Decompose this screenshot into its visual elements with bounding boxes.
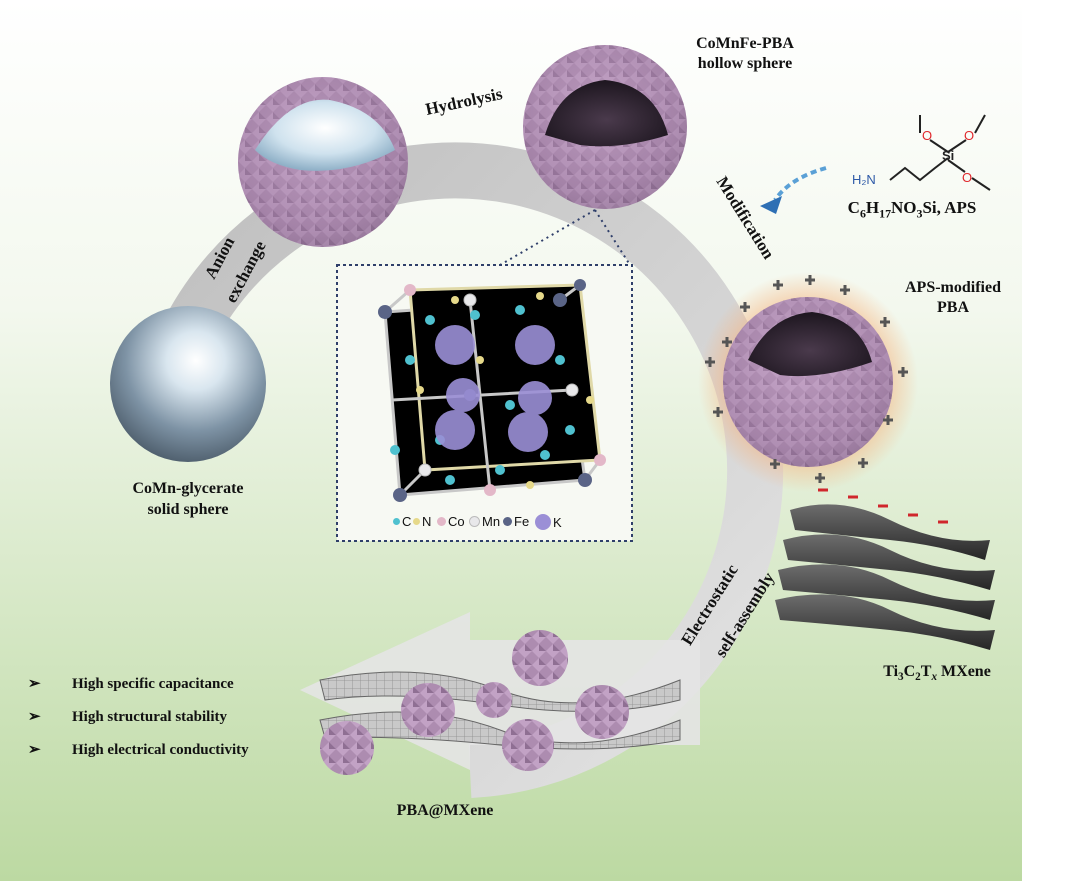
mxene-x: x: [931, 671, 938, 684]
aps-formula: C6H17NO3Si, APS: [832, 198, 992, 221]
legend-c: C: [393, 514, 411, 529]
label-hollow-sphere-line1: CoMnFe-PBA: [696, 35, 794, 52]
bullet-arrow-icon: ➢: [28, 676, 41, 692]
formula-si-aps: Si, APS: [922, 198, 977, 217]
label-solid-sphere-line2: solid sphere: [147, 501, 229, 518]
label-aps-pba-line2: PBA: [937, 299, 969, 316]
mxene-sheets: [775, 504, 995, 650]
pba-hollow-sphere: [523, 45, 687, 209]
feature-text: High structural stability: [72, 709, 228, 725]
o-atom-bottom: O: [962, 170, 972, 185]
feature-text: High electrical conductivity: [72, 742, 249, 758]
feature-item: ➢ High specific capacitance: [28, 674, 234, 693]
pba-mxene-composite: [319, 630, 681, 775]
anion-exchanged-sphere: [238, 77, 408, 247]
formula-no: NO: [891, 198, 917, 217]
feature-item: ➢ High electrical conductivity: [28, 740, 249, 759]
positive-charges: [705, 275, 908, 483]
legend-mn-label: Mn: [482, 514, 501, 529]
bullet-arrow-icon: ➢: [28, 742, 41, 758]
bullet-arrow-icon: ➢: [28, 709, 41, 725]
legend-fe: Fe: [503, 514, 529, 529]
solid-sphere: [110, 306, 266, 462]
label-hollow-sphere-line2: hollow sphere: [697, 55, 793, 72]
feature-item: ➢ High structural stability: [28, 707, 227, 726]
legend-n-dot: [413, 518, 420, 525]
feature-text: High specific capacitance: [72, 676, 234, 692]
legend-k-label: K: [553, 514, 562, 530]
formula-h-count: 17: [879, 206, 892, 221]
mxene-t: T: [920, 663, 932, 680]
atom-legend: C N Co Mn Fe K: [385, 514, 615, 532]
label-aps-pba-line1: APS-modified: [905, 279, 1001, 296]
modification-arrow: [760, 166, 827, 214]
aps-modified-sphere: [698, 272, 918, 492]
label-hollow-sphere: CoMnFe-PBA hollow sphere: [675, 34, 815, 74]
si-atom: Si: [942, 148, 954, 163]
label-aps-pba: APS-modified PBA: [888, 278, 1018, 318]
crystal-lattice: [378, 279, 606, 502]
o-atom-right: O: [964, 128, 974, 143]
formula-o-count: 3: [916, 206, 923, 221]
label-solid-sphere-line1: CoMn-glycerate: [132, 480, 244, 497]
legend-fe-dot: [503, 517, 512, 526]
legend-co: Co: [437, 514, 465, 529]
mxene-ti-count: 3: [898, 671, 904, 684]
formula-c-count: 6: [859, 206, 866, 221]
formula-h: H: [865, 198, 880, 217]
label-composite: PBA@MXene: [396, 802, 494, 819]
negative-charges: [818, 488, 948, 524]
mxene-c: C: [903, 663, 916, 680]
legend-n: N: [413, 514, 431, 529]
nh2-group: H₂N: [852, 172, 876, 187]
label-solid-sphere: CoMn-glycerate solid sphere: [108, 478, 268, 520]
mxene-word: MXene: [937, 663, 991, 680]
legend-k: K: [535, 514, 562, 530]
legend-mn-dot: [469, 516, 480, 527]
o-atom-left: O: [922, 128, 932, 143]
legend-co-dot: [437, 517, 446, 526]
formula-c: C: [847, 198, 860, 217]
legend-c-dot: [393, 518, 400, 525]
aps-molecule: [889, 114, 991, 191]
label-mxene: Ti3C2Tx MXene: [862, 663, 1012, 683]
mxene-c-count: 2: [915, 671, 921, 684]
legend-c-label: C: [402, 514, 412, 529]
legend-co-label: Co: [448, 514, 465, 529]
legend-fe-label: Fe: [514, 514, 530, 529]
legend-k-dot: [535, 514, 551, 530]
legend-mn: Mn: [469, 514, 500, 529]
mxene-ti: Ti: [883, 663, 899, 680]
legend-n-label: N: [422, 514, 432, 529]
zoom-lines: [499, 209, 631, 266]
